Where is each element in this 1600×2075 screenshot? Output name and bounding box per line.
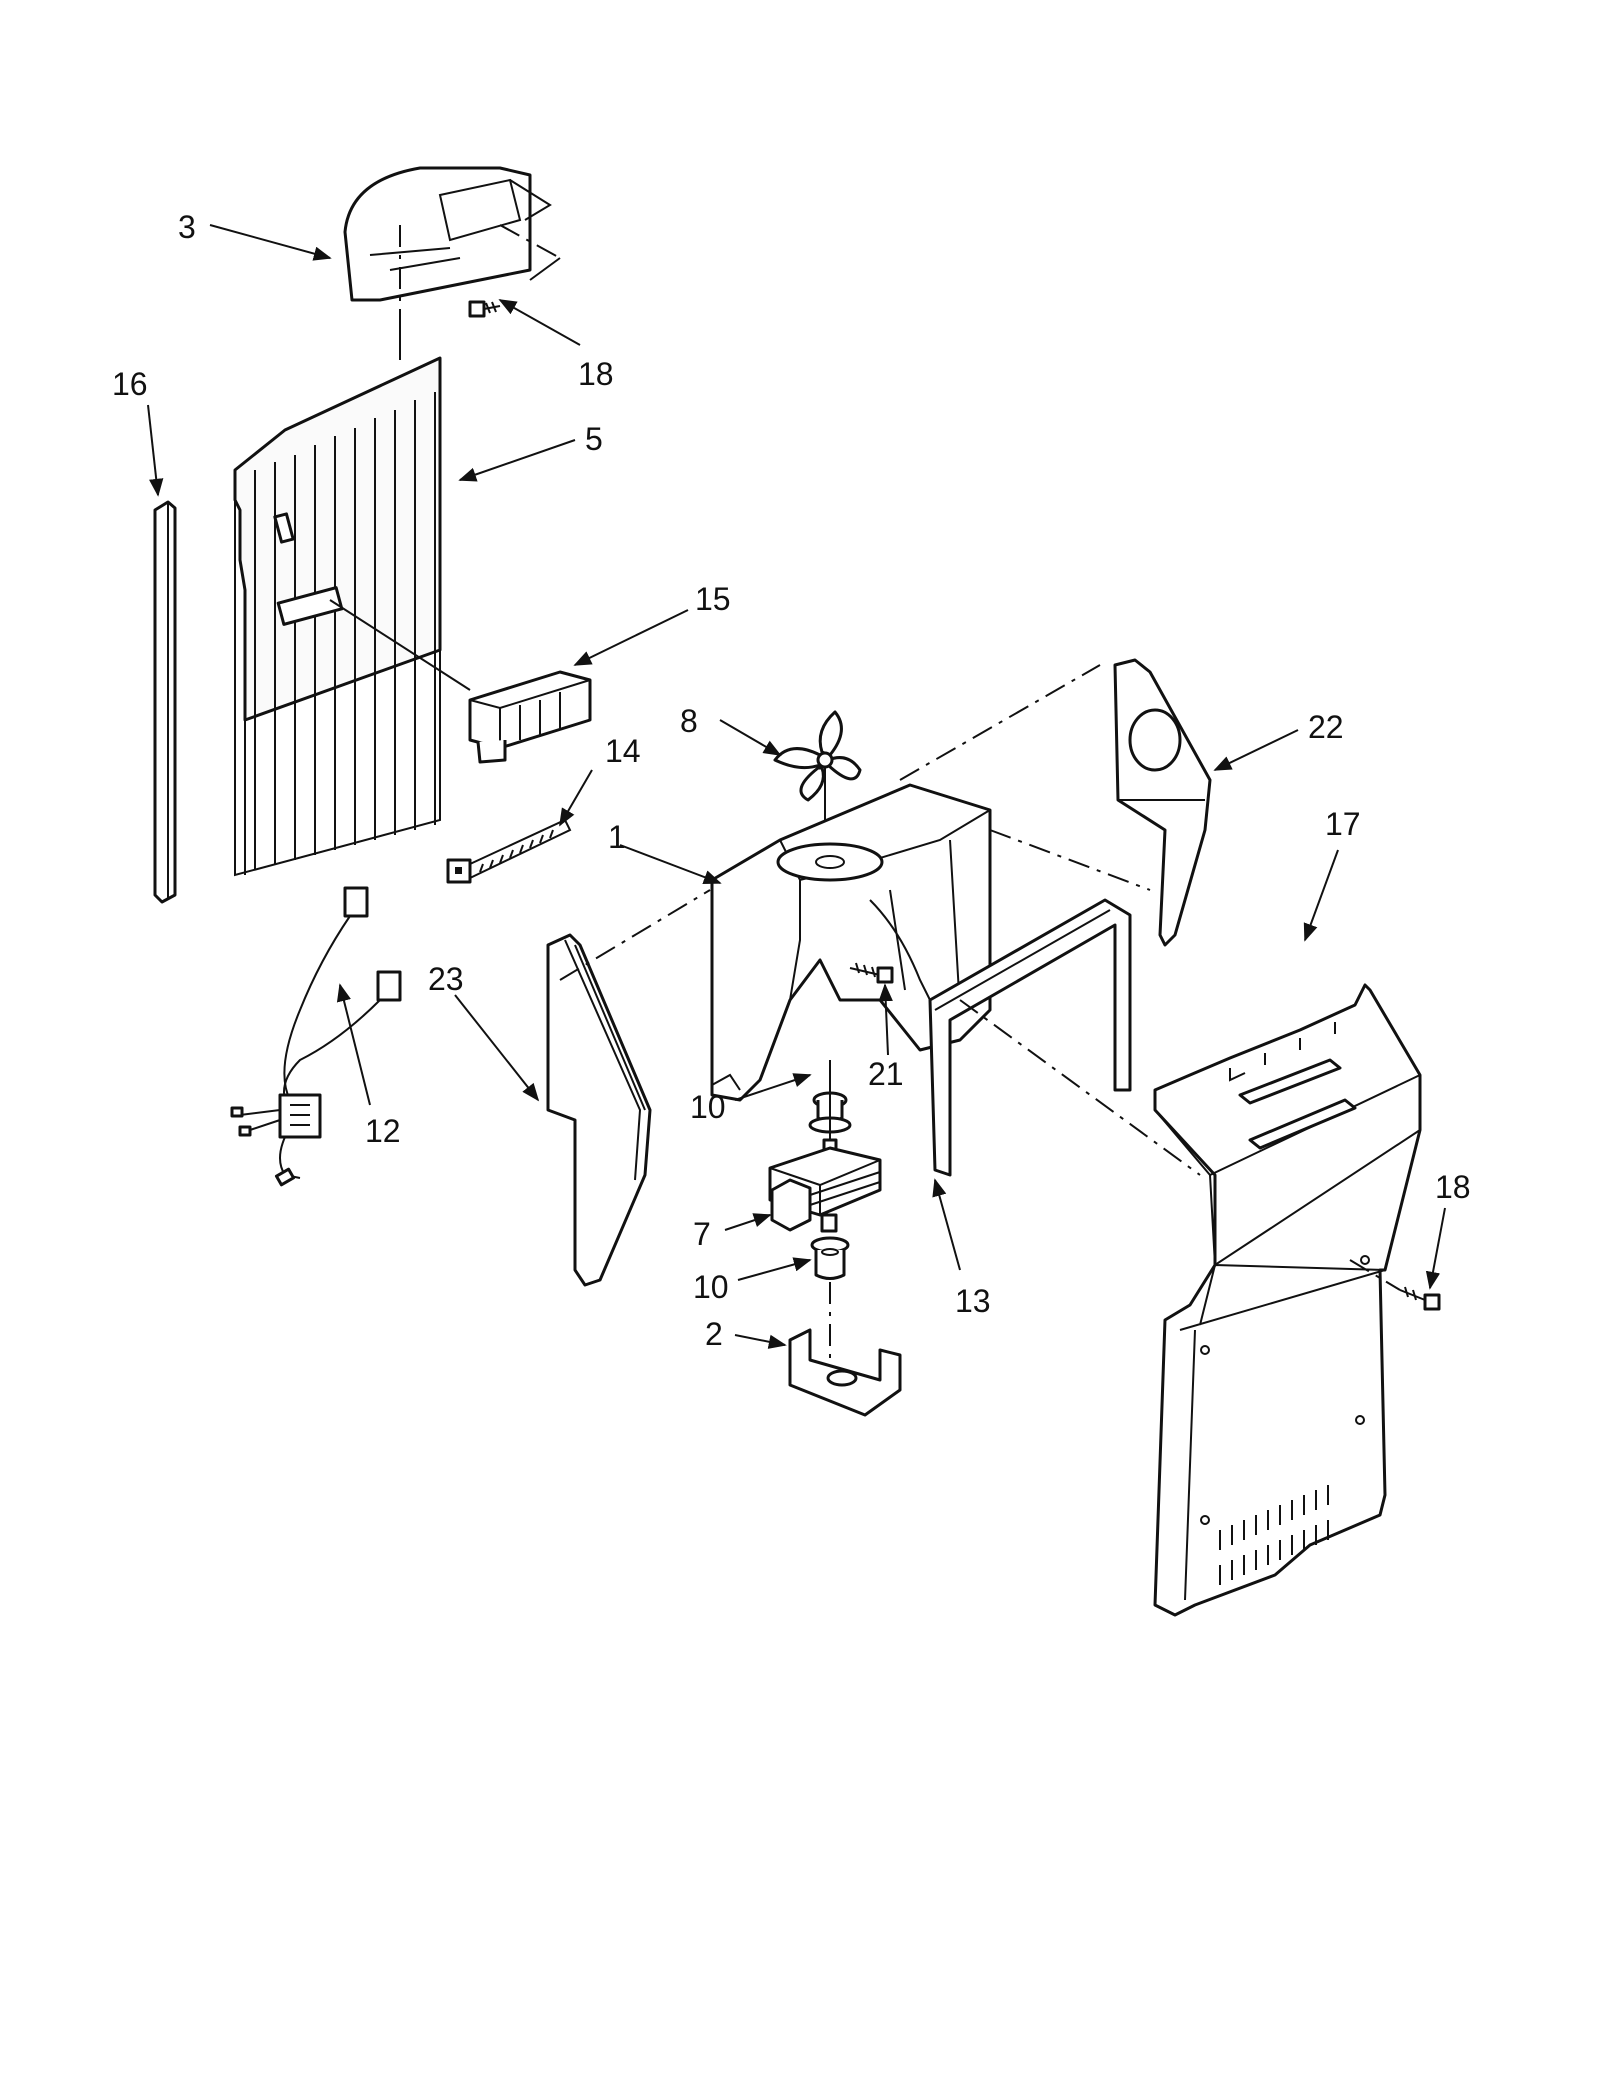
callout-16: 16 — [112, 366, 148, 402]
part-12-wire-harness — [230, 886, 402, 1187]
alignment-lines — [399, 225, 1201, 1176]
callout-7: 7 — [693, 1216, 711, 1252]
part-14-cable-tie — [446, 818, 572, 884]
callout-2: 2 — [705, 1316, 723, 1352]
screw-18-right — [1349, 1259, 1441, 1311]
screw-18-top — [468, 300, 501, 318]
part-10-lower-grommet — [810, 1236, 850, 1360]
callout-21: 21 — [868, 1056, 904, 1092]
callout-12: 12 — [365, 1113, 401, 1149]
callout-18-top: 18 — [578, 356, 614, 392]
callout-22: 22 — [1308, 709, 1344, 745]
part-22-side-baffle — [1113, 658, 1212, 947]
callout-5: 5 — [585, 421, 603, 457]
callout-10-upper: 10 — [690, 1089, 726, 1125]
callout-1: 1 — [608, 819, 626, 855]
part-16-strip — [153, 500, 177, 904]
part-8-fan-blade — [773, 710, 862, 820]
callout-13: 13 — [955, 1283, 991, 1319]
callout-labels: 3 18 16 5 15 8 14 22 1 17 23 21 12 10 7 … — [112, 209, 1471, 1352]
callout-leaders — [147, 224, 1446, 1349]
callout-18-right: 18 — [1435, 1169, 1471, 1205]
callout-3: 3 — [178, 209, 196, 245]
part-2-motor-bracket — [788, 1328, 902, 1417]
part-23-side-baffle — [546, 933, 652, 1287]
callout-8: 8 — [680, 703, 698, 739]
part-17-air-tower — [1153, 983, 1422, 1617]
part-15-bracket — [468, 670, 592, 764]
callout-10-lower: 10 — [693, 1269, 729, 1305]
callout-23: 23 — [428, 961, 464, 997]
callout-15: 15 — [695, 581, 731, 617]
part-13-u-seal — [928, 898, 1132, 1177]
screw-21 — [849, 962, 894, 984]
callout-17: 17 — [1325, 806, 1361, 842]
callout-14: 14 — [605, 733, 641, 769]
part-1-fan-shroud — [710, 783, 992, 1102]
part-5-evaporator-grille — [233, 318, 471, 877]
part-3-duct-cover — [343, 166, 561, 302]
part-7-fan-motor — [768, 1060, 882, 1233]
